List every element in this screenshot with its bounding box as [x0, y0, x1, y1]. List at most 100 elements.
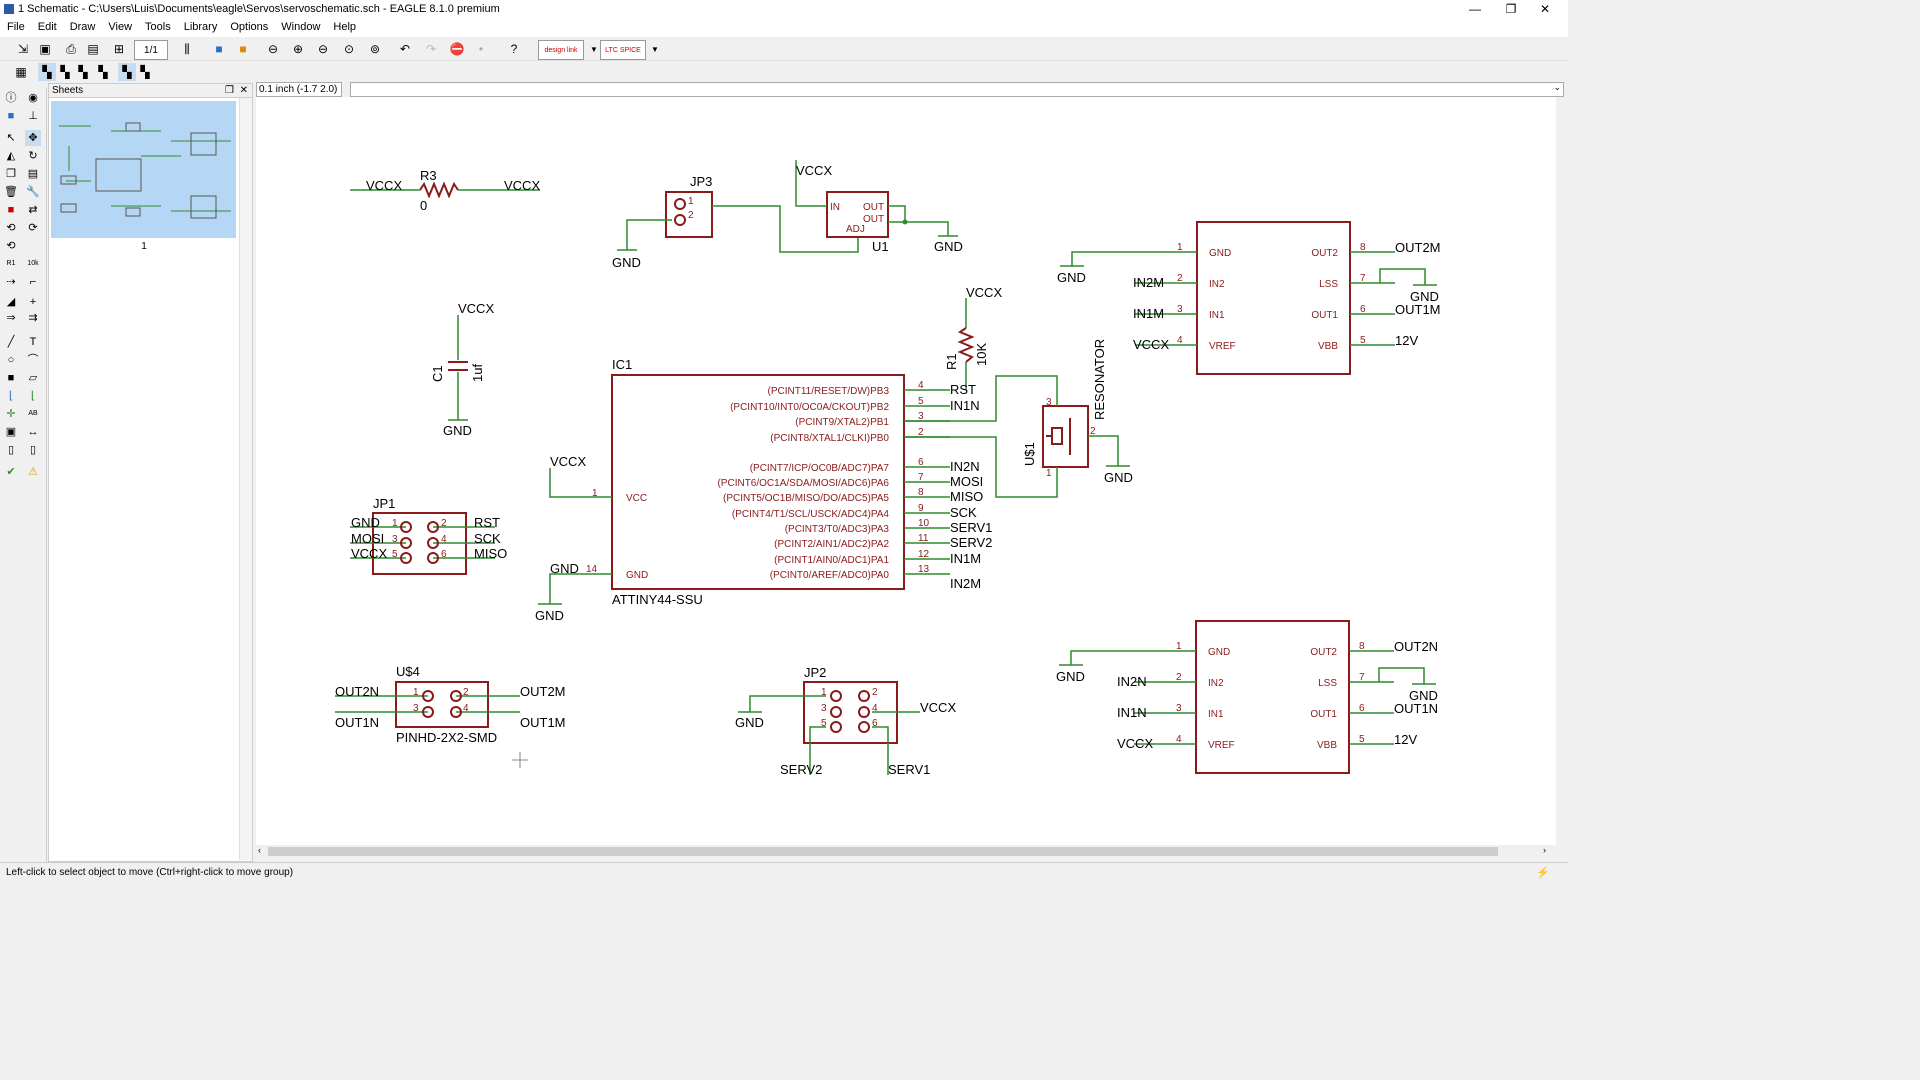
chevron-down-icon[interactable]: ⌄: [1553, 82, 1561, 92]
frame-icon[interactable]: ▯: [7, 444, 15, 456]
sheets-scrollbar[interactable]: [239, 98, 252, 860]
mirror-icon[interactable]: ◭: [6, 150, 16, 162]
menu-window[interactable]: Window: [281, 21, 321, 33]
line-icon[interactable]: ╱: [7, 336, 15, 348]
attribute-icon[interactable]: ▣: [5, 426, 17, 438]
layout-5-icon[interactable]: ▚: [118, 63, 136, 81]
restore-icon[interactable]: ❐: [225, 85, 234, 96]
paste2-icon[interactable]: ⇒: [6, 312, 16, 324]
stop-icon[interactable]: ⛔: [449, 42, 465, 56]
bus-icon[interactable]: ⌊: [8, 390, 14, 402]
miter-icon[interactable]: ⌐: [29, 276, 37, 288]
value-icon[interactable]: 10k: [27, 260, 39, 267]
grid-icon[interactable]: ▦: [15, 65, 27, 79]
layout-4-icon[interactable]: ▚: [98, 65, 108, 79]
ltspice-button[interactable]: LTC SPICE: [600, 40, 646, 60]
warning-icon[interactable]: ⚠: [28, 466, 38, 478]
r1-resistor[interactable]: VCCX R1 10K: [944, 285, 1002, 390]
save-icon[interactable]: ▣: [39, 42, 51, 56]
sheet-select[interactable]: 1/1: [134, 40, 168, 60]
menu-library[interactable]: Library: [183, 21, 218, 33]
show-icon[interactable]: ◉: [28, 92, 38, 104]
net-icon[interactable]: ⌊: [30, 390, 36, 402]
design-link-button[interactable]: design link: [538, 40, 584, 60]
invoke-icon[interactable]: ⟲: [6, 222, 16, 234]
print-icon[interactable]: ⎙: [66, 41, 76, 56]
scrollbar-thumb[interactable]: [268, 847, 1498, 856]
layer-icon[interactable]: ■: [7, 110, 15, 122]
redo-icon[interactable]: ↷: [425, 42, 437, 56]
redraw-icon[interactable]: ⊚: [369, 42, 381, 56]
command-input[interactable]: ⌄: [350, 82, 1564, 97]
maximize-button[interactable]: ❐: [1505, 2, 1517, 16]
optimize-icon[interactable]: +: [29, 296, 37, 308]
r3-resistor[interactable]: VCCX VCCX R3 0: [350, 168, 540, 213]
rect-icon[interactable]: ■: [7, 372, 15, 384]
text-icon[interactable]: T: [29, 336, 37, 348]
name-icon[interactable]: R1: [6, 260, 16, 267]
select-icon[interactable]: ↖: [6, 132, 16, 144]
zoom-fit-icon[interactable]: ⊖: [267, 42, 279, 56]
zoom-out-icon[interactable]: ⊖: [317, 42, 329, 56]
polygon-icon[interactable]: ▱: [28, 372, 38, 384]
chevron-left-icon[interactable]: ‹: [258, 845, 261, 855]
move-icon[interactable]: ✥: [25, 130, 41, 146]
copy-icon[interactable]: ❐: [6, 168, 16, 180]
junction-icon[interactable]: ✛: [6, 408, 16, 420]
script-icon[interactable]: ■: [215, 42, 223, 56]
menu-draw[interactable]: Draw: [69, 21, 96, 33]
menu-help[interactable]: Help: [333, 21, 357, 33]
wrench-icon[interactable]: 🔧: [26, 186, 40, 198]
arc-icon[interactable]: ⌒: [27, 354, 39, 366]
chevron-down-icon[interactable]: ▼: [590, 44, 598, 54]
jp3-connector[interactable]: 1 2 JP3 GND: [612, 174, 859, 270]
minimize-button[interactable]: —: [1469, 2, 1481, 16]
layout-1-icon[interactable]: ▚: [38, 63, 56, 81]
open-icon[interactable]: ⇲: [17, 42, 29, 56]
paste-icon[interactable]: ▤: [27, 168, 39, 180]
u1-regulator[interactable]: IN OUT OUT ADJ U1 VCCX GND: [795, 160, 963, 254]
chevron-down-icon[interactable]: ▼: [651, 44, 659, 54]
layout-6-icon[interactable]: ▚: [140, 65, 150, 79]
schematic-canvas[interactable]: .w { stroke:#2e8b2e; stroke-width:1.5; f…: [256, 97, 1556, 845]
label-icon[interactable]: AB: [28, 410, 38, 417]
close-button[interactable]: ✕: [1539, 2, 1551, 16]
menu-edit[interactable]: Edit: [37, 21, 57, 33]
mark-icon[interactable]: ⊥: [28, 110, 38, 122]
chevron-right-icon[interactable]: ›: [1543, 845, 1546, 855]
menu-tools[interactable]: Tools: [145, 21, 171, 33]
dimension-icon[interactable]: ↔: [27, 426, 39, 438]
replace-icon[interactable]: ⇄: [28, 204, 38, 216]
cam-icon[interactable]: ▤: [87, 42, 99, 56]
menu-view[interactable]: View: [108, 21, 133, 33]
module-icon[interactable]: ▯: [29, 444, 37, 456]
ic1-attiny44[interactable]: IC1 ATTINY44-SSU VCC GND 1 14 VCCX GND G…: [535, 357, 992, 623]
vertical-scrollbar[interactable]: [1556, 97, 1568, 845]
smash-icon[interactable]: ⇢: [6, 276, 16, 288]
close-icon[interactable]: ✕: [239, 85, 248, 96]
zoom-select-icon[interactable]: ⊙: [343, 42, 355, 56]
horizontal-scrollbar[interactable]: ‹ ›: [256, 845, 1556, 859]
library-icon[interactable]: ⫼: [184, 41, 190, 56]
gate-swap-icon[interactable]: ⟳: [28, 222, 38, 234]
menu-options[interactable]: Options: [230, 21, 269, 33]
info-icon[interactable]: ⓘ: [5, 92, 17, 104]
add-icon[interactable]: ■: [7, 204, 15, 216]
resonator-u1[interactable]: 3 2 1 U$1 RESONATOR GND: [904, 339, 1133, 498]
ulp-icon[interactable]: ■: [239, 42, 247, 56]
delete-icon[interactable]: 🗑: [4, 186, 18, 198]
split-icon[interactable]: ◢: [6, 296, 16, 308]
undo-icon[interactable]: ↶: [399, 42, 411, 56]
erc-icon[interactable]: ✔: [6, 466, 16, 478]
sheet-thumbnail[interactable]: [51, 101, 236, 238]
rotate-icon[interactable]: ↻: [28, 150, 38, 162]
zoom-in-icon[interactable]: ⊕: [292, 42, 304, 56]
align-icon[interactable]: ⇉: [28, 312, 38, 324]
layout-2-icon[interactable]: ▚: [60, 65, 70, 79]
go-icon[interactable]: •: [478, 42, 484, 56]
